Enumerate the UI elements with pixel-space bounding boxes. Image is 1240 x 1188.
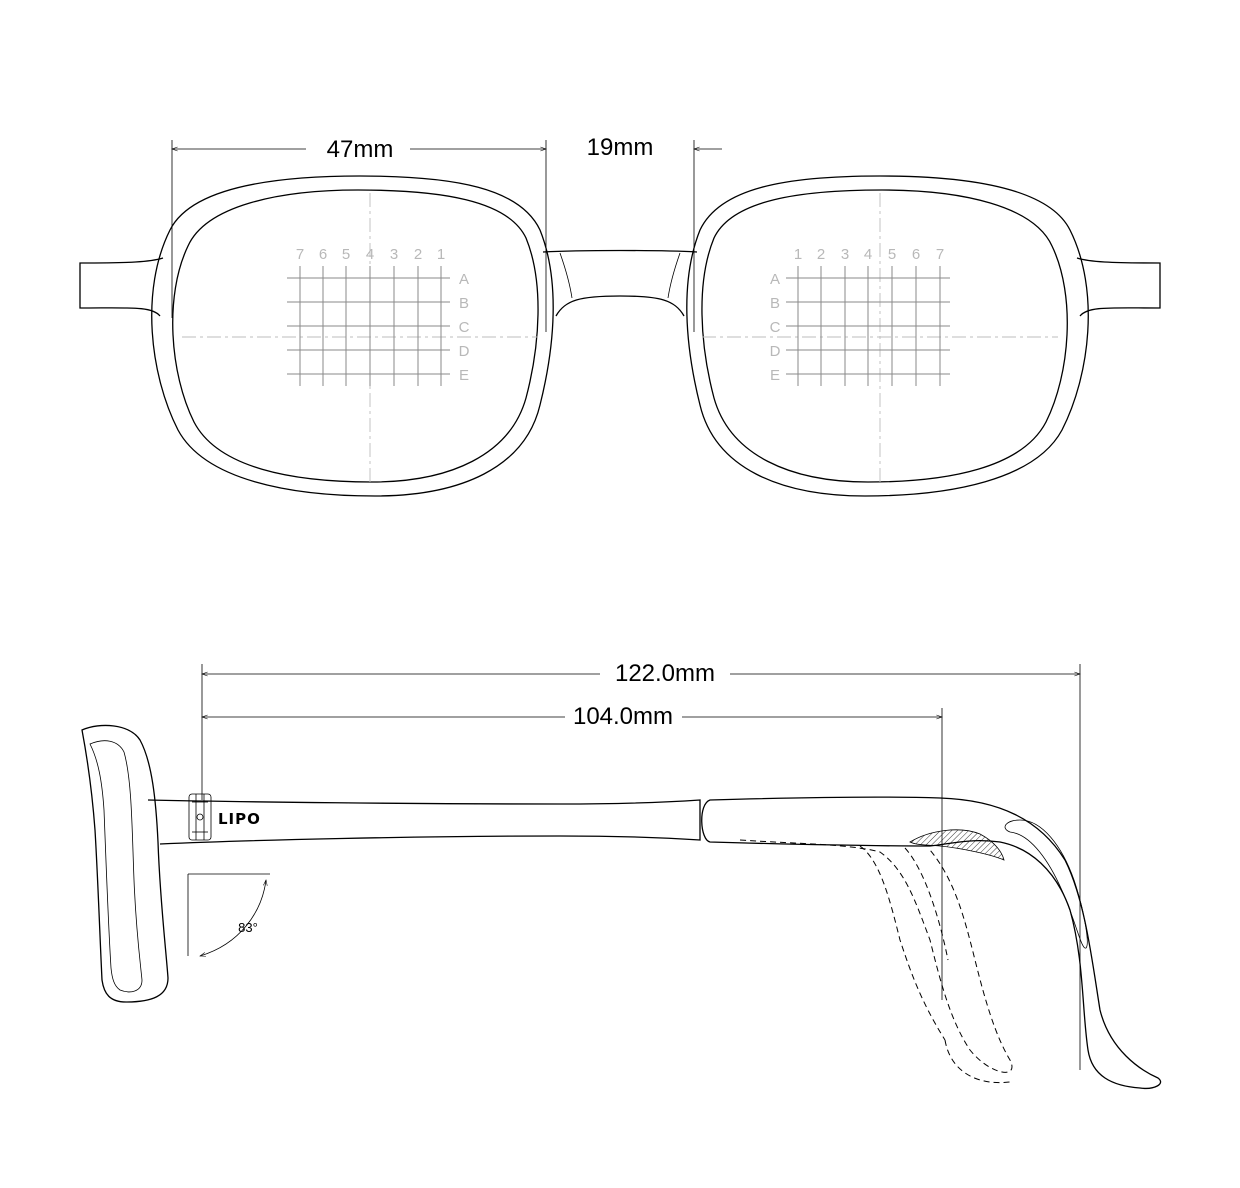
left-row-label: E: [459, 367, 469, 384]
left-row-label: D: [459, 343, 470, 360]
bridge-width-dimension: 19mm: [587, 134, 722, 332]
right-row-label: B: [770, 295, 780, 312]
bridge-lower: [555, 295, 685, 317]
left-col-label: 5: [342, 246, 350, 263]
tilt-angle-indicator: 83°: [187, 873, 270, 957]
right-col-label: 7: [936, 246, 944, 263]
temple-arm: [147, 799, 701, 845]
left-col-label: 4: [366, 246, 374, 263]
right-lens: [701, 189, 1068, 483]
right-col-label: 4: [864, 246, 872, 263]
temple-bend-dimension: 104.0mm: [201, 703, 943, 1000]
alt-tip-dashed: [739, 839, 1013, 1073]
front-view: 7 6 5 4 3 2 1 A B C D E 1: [79, 134, 1161, 497]
left-row-label: A: [459, 271, 469, 288]
right-end-piece: [1076, 257, 1161, 317]
lens-width-dimension: 47mm: [171, 136, 547, 332]
left-col-label: 3: [390, 246, 398, 263]
temple-total-dimension: 122.0mm: [201, 660, 1081, 1070]
left-lens: [172, 189, 539, 483]
left-lens-grid: 7 6 5 4 3 2 1 A B C D E: [287, 246, 470, 386]
left-col-label: 6: [319, 246, 327, 263]
right-rim-outer: [686, 175, 1089, 497]
right-row-label: A: [770, 271, 780, 288]
temple-bend-label: 104.0mm: [573, 703, 673, 730]
tilt-angle-label: 83°: [238, 920, 258, 935]
right-col-label: 6: [912, 246, 920, 263]
rim-side-profile: [81, 724, 169, 1003]
left-rim-outer: [151, 175, 554, 497]
right-col-label: 1: [794, 246, 802, 263]
right-row-label: C: [770, 319, 781, 336]
side-view: LIPO 83° 122.0mm: [81, 660, 1162, 1090]
right-lens-grid: 1 2 3 4 5 6 7 A B C D E: [770, 246, 950, 386]
right-row-label: D: [770, 343, 781, 360]
hatched-pad: [909, 829, 1005, 861]
bridge-width-label: 19mm: [587, 134, 654, 161]
right-col-label: 5: [888, 246, 896, 263]
hinge-icon: [188, 793, 212, 841]
right-col-label: 2: [817, 246, 825, 263]
bridge: [542, 249, 698, 253]
temple-total-label: 122.0mm: [615, 660, 715, 687]
brand-logo: LIPO: [218, 810, 261, 828]
left-end-piece: [79, 257, 164, 317]
left-col-label: 1: [437, 246, 445, 263]
left-row-label: C: [459, 319, 470, 336]
left-col-label: 7: [296, 246, 304, 263]
right-row-label: E: [770, 367, 780, 384]
right-col-label: 3: [841, 246, 849, 263]
left-col-label: 2: [414, 246, 422, 263]
lens-width-label: 47mm: [327, 136, 394, 163]
left-row-label: B: [459, 295, 469, 312]
temple-tip-sleeve: [701, 796, 1162, 1090]
